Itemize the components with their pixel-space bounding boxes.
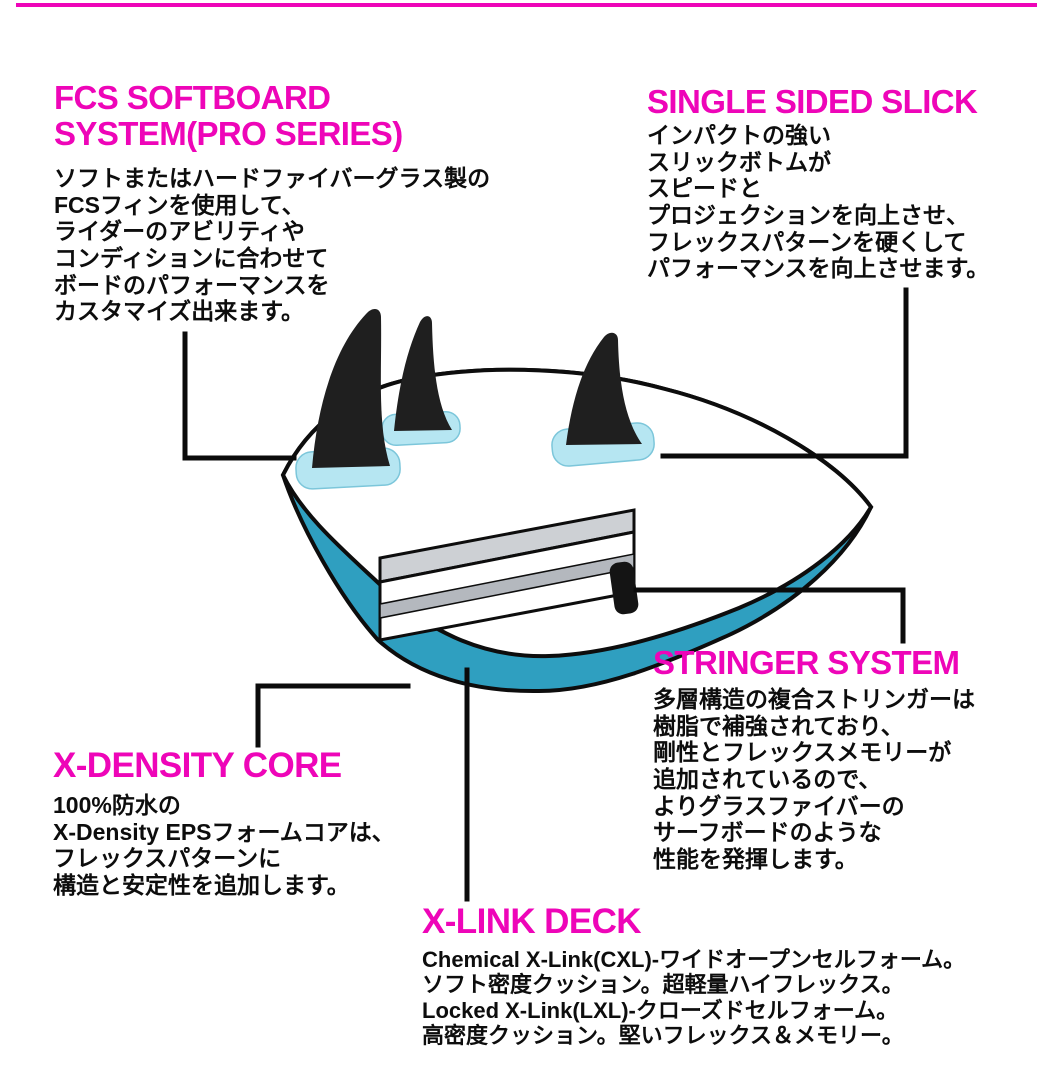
core-title: X-DENSITY CORE: [53, 746, 342, 785]
fin-right: [566, 332, 642, 445]
deck-title: X-LINK DECK: [422, 902, 642, 941]
fcs-title: FCS SOFTBOARD SYSTEM(PRO SERIES): [54, 79, 403, 152]
fcs-body: ソフトまたはハードファイバーグラス製の FCSフィンを使用して、 ライダーのアビ…: [54, 165, 491, 325]
slick-title: SINGLE SIDED SLICK: [647, 83, 978, 120]
fin-center: [394, 316, 452, 431]
fin-left: [312, 308, 390, 468]
callout-line-slick: [660, 287, 909, 459]
core-body: 100%防水の X-Density EPSフォームコアは、 フレックスパターンに…: [53, 792, 395, 899]
stringer-stripe: [379, 553, 635, 619]
stringer-body: 多層構造の複合ストリンガーは 樹脂で補強されており、 剛性とフレックスメモリーが…: [653, 686, 975, 873]
deck-body: Chemical X-Link(CXL)-ワイドオープンセルフォーム。 ソフト密…: [422, 947, 966, 1048]
callout-line-fcs: [182, 331, 297, 461]
stringer-end-cap: [609, 561, 639, 615]
slick-body: インパクトの強い スリックボトムが スピードと プロジェクションを向上させ、 フ…: [647, 122, 990, 282]
callout-line-stringer: [633, 587, 906, 644]
callout-line-core: [255, 683, 411, 748]
stringer-title: STRINGER SYSTEM: [653, 644, 960, 681]
top-accent-rule: [16, 3, 1037, 7]
